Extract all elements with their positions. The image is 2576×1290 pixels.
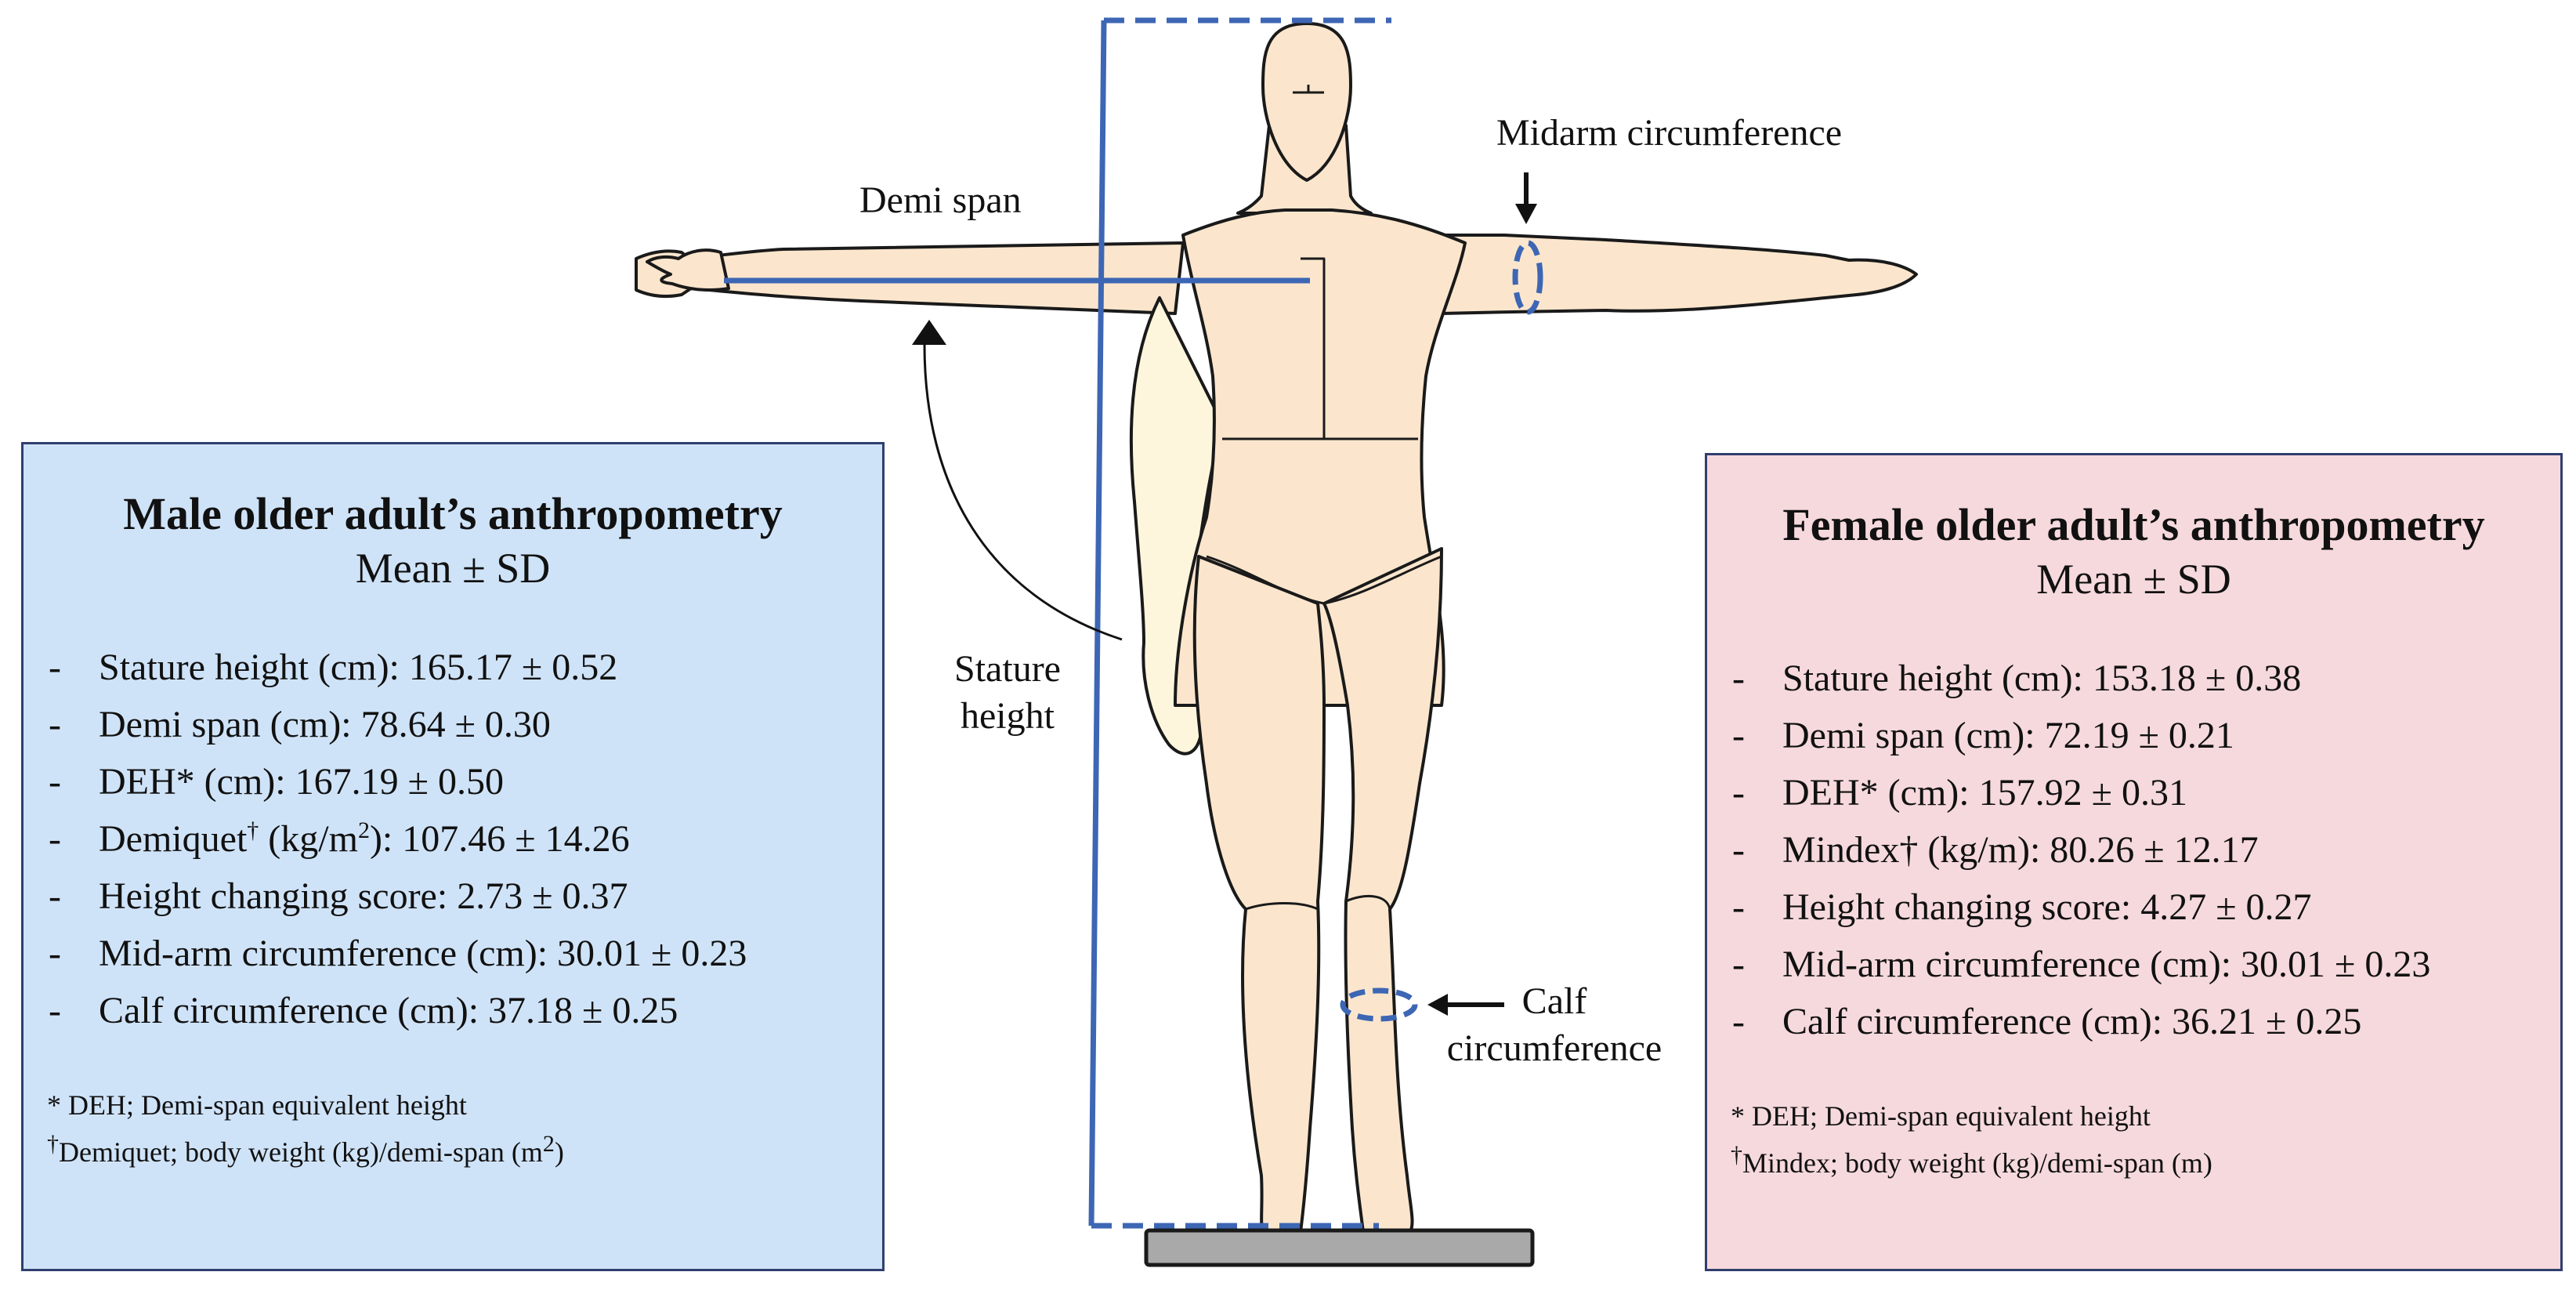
knee-lines	[1245, 894, 1391, 911]
square-mark: 2	[357, 817, 370, 843]
footnote-text: Demiquet; body weight (kg)/demi-span (m	[59, 1136, 543, 1168]
list-item: Demi span (cm): 78.64 ± 0.30	[24, 696, 882, 753]
list-item: Height changing score: 4.27 ± 0.27	[1707, 879, 2560, 936]
head	[1261, 22, 1352, 182]
demi-span-label: Demi span	[859, 179, 1022, 221]
calf-arrow-head	[1427, 994, 1448, 1016]
dagger-mark: †	[1731, 1142, 1742, 1168]
list-item: Mindex† (kg/m): 80.26 ± 12.17	[1707, 821, 2560, 879]
list-item: Stature height (cm): 153.18 ± 0.38	[1707, 650, 2560, 707]
male-panel-subtitle: Mean ± SD	[355, 545, 551, 592]
square-mark: 2	[542, 1131, 555, 1157]
left-hand	[646, 248, 730, 292]
demiquet-label: Demiquet	[99, 818, 248, 860]
list-item: DEH* (cm): 157.92 ± 0.31	[1707, 764, 2560, 821]
midarm-arrow-head	[1515, 204, 1537, 224]
stature-label-line2: height	[961, 695, 1055, 737]
female-measurement-list: Stature height (cm): 153.18 ± 0.38 Demi …	[1707, 650, 2560, 1050]
calf-label-line2: circumference	[1446, 1027, 1662, 1069]
annotation-arrows	[912, 172, 1537, 1016]
male-footnotes: * DEH; Demi-span equivalent height †Demi…	[47, 1082, 882, 1176]
stature-arrow-head	[912, 320, 946, 345]
list-item: Stature height (cm): 165.17 ± 0.52	[24, 639, 882, 696]
footnote-close: )	[554, 1136, 564, 1168]
dagger-mark: †	[247, 817, 259, 843]
demiquet-unit: (kg/m	[259, 818, 358, 860]
list-item: Height changing score: 2.73 ± 0.37	[24, 868, 882, 925]
list-item: DEH* (cm): 167.19 ± 0.50	[24, 753, 882, 810]
male-measurement-list: Stature height (cm): 165.17 ± 0.52 Demi …	[24, 639, 882, 1039]
measure-lines	[724, 17, 1543, 1229]
demiquet-value: ): 107.46 ± 14.26	[369, 818, 630, 860]
list-item: Mid-arm circumference (cm): 30.01 ± 0.23	[24, 925, 882, 982]
male-footnote-demiquet: †Demiquet; body weight (kg)/demi-span (m…	[47, 1129, 882, 1176]
platform	[1144, 1228, 1535, 1267]
list-item: Mid-arm circumference (cm): 30.01 ± 0.23	[1707, 936, 2560, 993]
stature-label: Stature height	[948, 646, 1067, 740]
midarm-label: Midarm circumference	[1496, 112, 1843, 154]
stature-label-line1: Stature	[954, 648, 1061, 690]
stature-curved-arrow	[923, 340, 1123, 641]
chest-line	[1222, 85, 1418, 440]
female-footnote-deh: * DEH; Demi-span equivalent height	[1731, 1100, 2151, 1132]
female-footnotes: * DEH; Demi-span equivalent height †Mind…	[1731, 1093, 2560, 1187]
list-item: Calf circumference (cm): 36.21 ± 0.25	[1707, 993, 2560, 1050]
footnote-text: Mindex; body weight (kg)/demi-span (m)	[1742, 1147, 2212, 1179]
left-leg	[1192, 555, 1326, 1234]
male-anthropometry-panel: Male older adult’s anthropometry Mean ± …	[21, 442, 885, 1271]
male-footnote-deh: * DEH; Demi-span equivalent height	[47, 1089, 467, 1121]
right-leg	[1322, 547, 1443, 1234]
female-panel-title: Female older adult’s anthropometry	[1782, 499, 2485, 550]
right-arm	[1416, 234, 1918, 315]
calf-ellipse	[1340, 987, 1418, 1022]
list-item: Demiquet† (kg/m2): 107.46 ± 14.26	[24, 810, 882, 868]
dagger-mark: †	[47, 1131, 59, 1157]
human-body-figure	[635, 22, 1918, 1234]
male-panel-title: Male older adult’s anthropometry	[123, 488, 783, 539]
female-footnote-mindex: †Mindex; body weight (kg)/demi-span (m)	[1731, 1140, 2560, 1187]
stature-line-vertical	[1088, 20, 1107, 1227]
female-anthropometry-panel: Female older adult’s anthropometry Mean …	[1705, 453, 2563, 1271]
calf-label-line1: Calf	[1521, 980, 1587, 1022]
midarm-ellipse	[1512, 240, 1543, 315]
list-item: Calf circumference (cm): 37.18 ± 0.25	[24, 982, 882, 1039]
hip-line	[1206, 555, 1442, 605]
list-item: Demi span (cm): 72.19 ± 0.21	[1707, 707, 2560, 764]
calf-label: Calf circumference	[1429, 978, 1680, 1072]
female-panel-subtitle: Mean ± SD	[2036, 556, 2231, 603]
